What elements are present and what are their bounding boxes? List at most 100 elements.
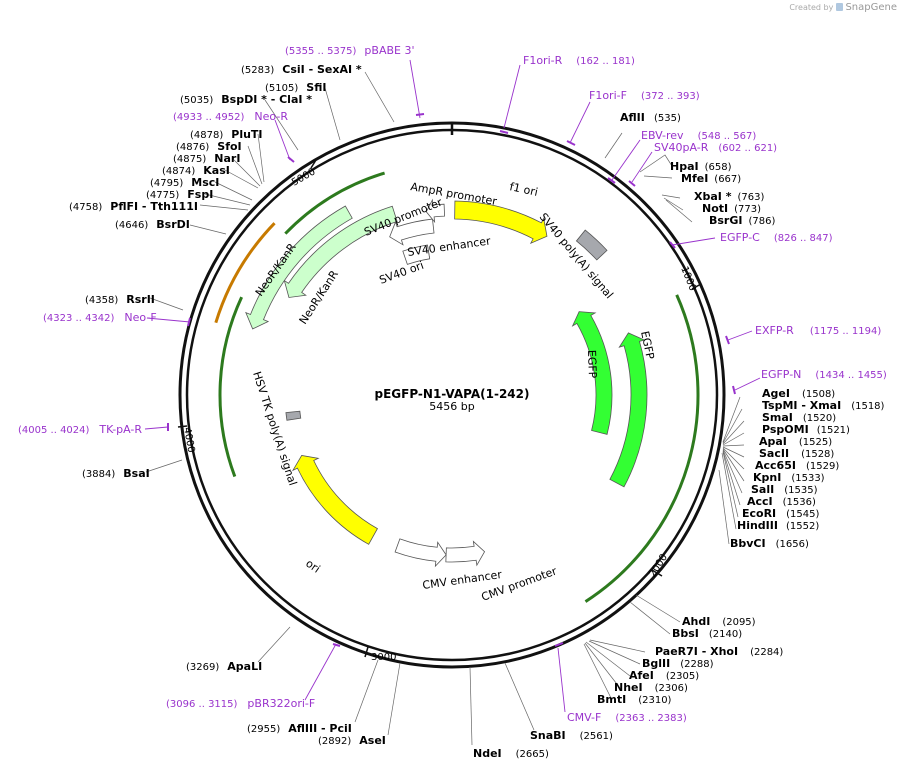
primer-neo-f: (4323 .. 4342)Neo-F (43, 311, 157, 324)
feature-outline-arc-2 (284, 171, 386, 235)
primer-egfp-n: EGFP-N(1434 .. 1455) (761, 368, 887, 381)
site-hindiii: HindIII(1552) (737, 519, 819, 532)
site-noti: NotI(773) (702, 202, 761, 215)
feature-outline-arc-1 (214, 222, 276, 324)
primer-marks (167, 113, 736, 647)
site-rsrii: (4358)RsrII (85, 293, 155, 306)
site-agei: AgeI(1508) (762, 387, 835, 400)
site-fspi: (4775)FspI (146, 188, 213, 201)
snapgene-logo-icon (835, 3, 843, 11)
site-ahdi: AhdI(2095) (682, 615, 756, 628)
site-asei: (2892)AseI (318, 734, 386, 747)
plasmid-length: 5456 bp (429, 400, 474, 413)
tick-2000: 2000 (647, 552, 670, 579)
feature-outline-arc-3 (584, 294, 700, 603)
feature-egfp-3 (609, 332, 648, 488)
primer-ebv-rev: EBV-rev(548 .. 567) (641, 129, 756, 142)
feature-label-egfp-outer: EGFP (638, 330, 657, 361)
site-pflfi-tth111i: (4758)PflFI - Tth111I (69, 200, 198, 213)
site-kpni: KpnI(1533) (753, 471, 825, 484)
site-csii-sexai: (5283)CsiI - SexAI * (241, 63, 362, 76)
site-hpai: HpaI(658) (670, 160, 732, 173)
feature-label-sv40-enhancer: SV40 enhancer (407, 234, 492, 259)
tick-label-2000: 2000 (647, 552, 670, 579)
site-snabi: SnaBI(2561) (530, 729, 613, 742)
tick-label-3000: 3000 (371, 652, 396, 663)
primer-exfp-r: EXFP-R(1175 .. 1194) (755, 324, 881, 337)
site-smai: SmaI(1520) (762, 411, 836, 424)
feature-sv40-enhancer-11 (402, 244, 431, 265)
feature-cmv-promoter-4 (445, 540, 486, 567)
site-kasi: (4874)KasI (162, 164, 230, 177)
site-msci: (4795)MscI (150, 176, 219, 189)
site-tspmi-xmai: TspMI - XmaI(1518) (762, 399, 885, 412)
feature-ori-6 (291, 454, 378, 545)
site-acc65i: Acc65I(1529) (755, 459, 839, 472)
tick-label-4000: 4000 (181, 427, 196, 454)
site-afliii-pcii: (2955)AflIII - PciI (247, 722, 352, 735)
feature-label-ori: ori (303, 557, 322, 576)
feature-label-sv40-ori: SV40 ori (378, 259, 426, 287)
tick-label-1000: 1000 (678, 265, 698, 293)
site-nari: (4875)NarI (173, 152, 240, 165)
site-afei: AfeI(2305) (629, 669, 699, 682)
site-sali: SalI(1535) (751, 483, 818, 496)
site-bsrgi: BsrGI(786) (709, 214, 775, 227)
site-sfoi: (4876)SfoI (176, 140, 242, 153)
feature-neor-kanr-8 (283, 205, 398, 298)
site-mfei: MfeI(667) (681, 172, 741, 185)
credit-brand: SnapGene (845, 2, 897, 13)
site-bsrdi: (4646)BsrDI (115, 218, 190, 231)
feature-label-sv40-polya: SV40 poly(A) signal (537, 211, 616, 302)
site-apali: (3269)ApaLI (186, 660, 262, 673)
primer-tk-pa-r: (4005 .. 4024)TK-pA-R (18, 423, 142, 436)
feature-label-f1-ori: f1 ori (508, 180, 539, 199)
site-leaders (145, 71, 745, 746)
features-layer (214, 171, 700, 603)
primer-f1ori-r: F1ori-R(162 .. 181) (523, 54, 635, 67)
primer-egfp-c: EGFP-C(826 .. 847) (720, 231, 833, 244)
site-bbsi: BbsI(2140) (672, 627, 742, 640)
site-xbai: XbaI *(763) (694, 190, 764, 203)
primer-sv40pa-r: SV40pA-R(602 .. 621) (654, 141, 777, 154)
site-nhei: NheI(2306) (614, 681, 688, 694)
site-bmti: BmtI(2310) (597, 693, 672, 706)
primer-pbabe3: (5355 .. 5375)pBABE 3' (285, 44, 415, 57)
site-aflii: AflII (535) (620, 106, 681, 125)
tick-label-5000: 5000 (290, 166, 318, 188)
primer-leaders (144, 59, 761, 713)
site-bglii: BglII(2288) (642, 657, 714, 670)
credit-prefix: Created by (789, 3, 834, 12)
plasmid-name: pEGFP-N1-VAPA(1-242) (375, 387, 530, 401)
feature-sv40-promoter-12 (389, 218, 435, 246)
site-pspomi: PspOMI(1521) (762, 423, 850, 436)
tick-4000: 4000 (177, 425, 196, 454)
primer-labels: (5355 .. 5375)pBABE 3' F1ori-R(162 .. 18… (18, 44, 887, 724)
site-sfii: (5105)SfiI (265, 81, 326, 94)
feature-neor-kanr-9 (245, 205, 353, 330)
site-ndei: NdeI(2665) (473, 747, 549, 760)
primer-f1ori-f: F1ori-F(372 .. 393) (589, 89, 700, 102)
tick-3000: 3000 (364, 646, 396, 663)
site-ecori: EcoRI(1545) (742, 507, 820, 520)
site-labels: AflII (535) HpaI(658) MfeI(667) XbaI *(7… (69, 63, 885, 760)
feature-egfp-2 (571, 311, 613, 435)
feature-label-hsv-tk-polya: HSV TK poly(A) signal (250, 370, 299, 487)
primer-neo-r: (4933 .. 4952)Neo-R (173, 110, 288, 123)
feature-label-egfp-inner: EGFP (585, 350, 599, 379)
feature-outline-arc-0 (218, 296, 243, 478)
feature-cmv-enhancer-5 (394, 538, 447, 568)
site-apai: ApaI(1525) (759, 435, 832, 448)
snapgene-credit: Created by SnapGene (789, 2, 897, 13)
feature-hsv-tk-poly-a-signal-7 (285, 410, 302, 421)
site-bbvci: BbvCI(1656) (730, 537, 809, 550)
feature-f1-ori-0 (454, 200, 548, 245)
site-bspdi-clai: (5035)BspDI * - ClaI * (180, 93, 312, 106)
feature-ampr-promoter-13 (425, 198, 445, 224)
plasmid-backbone (178, 121, 726, 669)
site-pluti: (4878)PluTI (190, 128, 263, 141)
site-bsai: (3884)BsaI (82, 467, 150, 480)
site-sacii: SacII(1528) (759, 447, 834, 460)
site-acci: AccI(1536) (747, 495, 816, 508)
